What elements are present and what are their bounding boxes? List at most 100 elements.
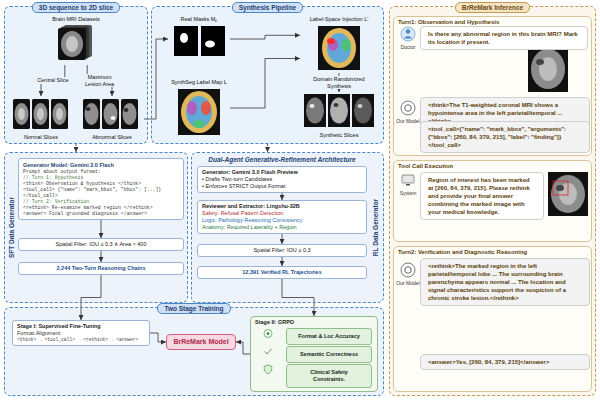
brain-shape <box>104 103 118 125</box>
process-box: Spatial Filter: IOU ≥ 0.3 <box>197 244 367 257</box>
speaker-label: Doctor <box>394 44 422 50</box>
node-text: Semantic Correctness <box>290 349 368 360</box>
node-text: <rethink>The marked region in the left p… <box>424 261 586 303</box>
model-box: BrReMark Model <box>166 334 236 350</box>
process-box: Generator: Gemini 3.0 Flash Preview• Dra… <box>197 166 367 193</box>
node-text: Turn2: Verification and Diagnostic Reaso… <box>394 247 591 257</box>
image-tile: Label-Space Injection L′ <box>300 15 378 73</box>
process-box: Generator Model: Gemini 2.0 FlashPrompt … <box>18 158 184 220</box>
lesion <box>86 107 91 111</box>
node-text: Brain MRI Datasets <box>48 15 104 24</box>
brain-shape <box>61 31 83 57</box>
brain-shape <box>531 49 565 89</box>
section-panel: Synthesis PipelineReal Masks MₚSynthSeg … <box>151 6 384 144</box>
mri-slice <box>51 99 68 129</box>
label-region <box>187 101 197 115</box>
mask-blob <box>205 41 215 48</box>
target-icon <box>264 330 272 338</box>
label-region <box>186 96 212 128</box>
panel-fill <box>4 307 384 396</box>
process-box: 2,244 Two-Turn Reasoning Chains <box>18 262 184 275</box>
connector <box>76 144 77 152</box>
panel-fill <box>191 152 384 303</box>
edge-label: Domain Randomized Synthesis <box>309 76 369 89</box>
doctor-icon <box>404 36 413 39</box>
mri-slice <box>328 94 350 127</box>
speaker-label: System <box>394 190 422 196</box>
node-text: 2,244 Two-Turn Reasoning Chains <box>23 265 179 272</box>
node-text: Tool Call Execution <box>394 161 591 171</box>
section-panel: 3D sequence to 2D sliceBrain MRI Dataset… <box>4 6 148 144</box>
node-text: <think> → <tool_call> → <rethink> → <ans… <box>17 337 145 343</box>
node-text: Region of interest has been marked at [2… <box>424 175 540 217</box>
node-text: Dual-Agent Generative-Refinement Archite… <box>196 153 368 164</box>
chat-bubble: <answer>Yes, [260, 84, 379, 215]</answer… <box>420 354 590 370</box>
brain-shape <box>37 108 44 120</box>
chat-bubble: Is there any abnormal region in this bra… <box>420 26 588 50</box>
node-text: BrReMark Model <box>169 338 233 346</box>
reward-box: Semantic Correctness <box>286 346 372 363</box>
model-icon <box>405 267 411 274</box>
node-text: Spatial Filter: IOU ≥ 0.3 ∧ Area > 400 <box>23 241 179 248</box>
node-text: Normal Slices <box>10 133 72 142</box>
mri-image <box>528 46 568 92</box>
node-text: <tool_call> {"name": "mark_bbox", "bbox"… <box>23 187 179 199</box>
panel-fill <box>151 6 384 144</box>
node-text: RL Data Generator <box>372 153 380 302</box>
shield-icon <box>264 365 272 374</box>
node-text: SynthSeg Label Map L <box>168 78 230 87</box>
mri-slice <box>121 99 138 129</box>
label-region <box>327 33 351 63</box>
node-text: Prompt about output format: <box>23 169 179 175</box>
connector <box>282 234 283 244</box>
panel-fill <box>393 160 592 242</box>
process-box: Reviewer and Extractor: Lingshu-32BSafet… <box>197 200 367 234</box>
panel-fill <box>4 152 188 303</box>
node-text: Generator Model: Gemini 2.0 Flash <box>23 161 179 169</box>
lesion <box>358 104 363 108</box>
connector <box>230 59 300 109</box>
section-panel: Dual-Agent Generative-Refinement Archite… <box>191 152 384 303</box>
node-text: Clinical Safety Constraints. <box>290 367 368 385</box>
connector <box>230 35 300 39</box>
mri-slice <box>58 28 86 60</box>
node-text: Safety: Refusal Pattern Detection <box>202 210 362 217</box>
brain-shape <box>330 98 348 124</box>
node-text: Synthesis Pipeline <box>232 2 303 13</box>
model-icon <box>401 263 415 277</box>
connector <box>236 342 250 354</box>
connector <box>282 279 314 316</box>
brain-shape <box>306 98 324 124</box>
brain-shape <box>354 98 372 124</box>
node-text: SFT Data Generator <box>8 153 16 302</box>
mask-blob <box>180 33 188 43</box>
node-text: Stage I: Supervised Fine-Tuning <box>17 323 145 330</box>
label-region <box>322 28 356 68</box>
image-tile: Brain MRI Datasets <box>48 15 104 65</box>
image-tile: SynthSeg Label Map L <box>168 78 230 138</box>
node-text: Real Masks Mₚ <box>168 15 230 24</box>
section-panel: SFT Data GeneratorGenerator Model: Gemin… <box>4 152 188 303</box>
process-box: Stage I: Supervised Fine-TuningFormat Al… <box>12 320 150 346</box>
label-region <box>181 91 217 133</box>
panel-fill <box>393 246 592 392</box>
mri-slice <box>32 99 49 129</box>
connector <box>101 251 102 262</box>
model-icon <box>401 101 415 115</box>
mask-tile <box>201 26 225 56</box>
brain-shape <box>34 103 48 125</box>
node-text: • Drafts Two-turn Candidates <box>202 176 362 183</box>
connector <box>267 144 268 152</box>
node-text: Logic: Pathology-Reasoning Consistency <box>202 217 362 224</box>
brain-shape <box>66 36 78 52</box>
node-text: Spatial Filter: IOU ≥ 0.3 <box>202 247 362 254</box>
section-panel: BrReMark InferenceTurn1: Observation and… <box>389 6 596 396</box>
node-text: Format & Loc Accuracy <box>290 331 368 342</box>
system-icon <box>406 184 410 186</box>
chat-bubble: <rethink>The marked region in the left p… <box>420 258 590 306</box>
connector <box>150 333 166 342</box>
node-text: BrReMark Inference <box>455 2 530 13</box>
bbox-mark <box>553 181 568 195</box>
label-region <box>201 101 211 115</box>
